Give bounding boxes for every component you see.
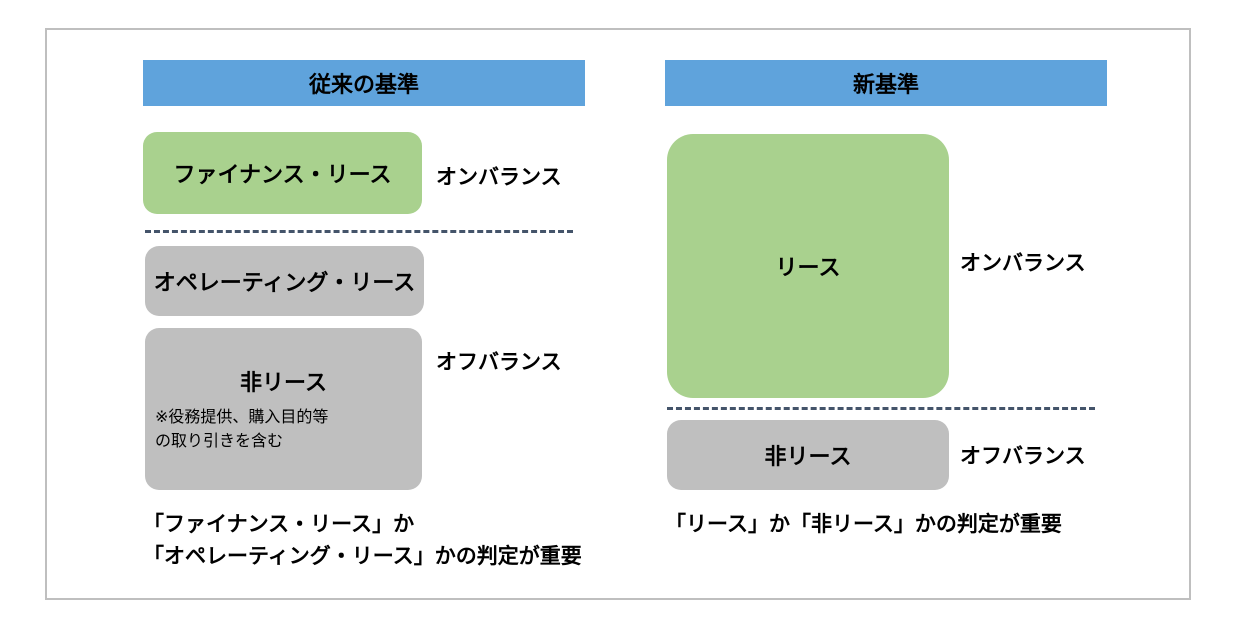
- non-lease-note: ※役務提供、購入目的等 の取り引きを含む: [155, 407, 329, 450]
- left-header-label: 従来の基準: [308, 73, 419, 98]
- right-divider: [667, 407, 1095, 410]
- left-divider: [145, 230, 573, 233]
- finance-lease-label: ファイナンス・リース: [173, 163, 392, 188]
- right-non-lease-box: 非リース: [667, 420, 949, 490]
- operating-lease-label: オペレーティング・リース: [153, 271, 416, 296]
- left-header: 従来の基準: [143, 60, 585, 106]
- finance-lease-box: ファイナンス・リース: [143, 132, 422, 214]
- operating-lease-box: オペレーティング・リース: [145, 246, 424, 316]
- left-footer-line2: 「オペレーティング・リース」かの判定が重要: [143, 544, 582, 568]
- left-non-lease-label: 非リース: [240, 371, 327, 396]
- left-on-balance-label: オンバランス: [436, 165, 562, 189]
- right-off-balance-label: オフバランス: [960, 444, 1086, 468]
- left-off-balance-label: オフバランス: [436, 350, 562, 374]
- left-non-lease-box: 非リース ※役務提供、購入目的等 の取り引きを含む: [145, 328, 422, 490]
- right-header: 新基準: [665, 60, 1107, 106]
- right-footer: 「リース」か「非リース」かの判定が重要: [665, 512, 1062, 536]
- right-on-balance-label: オンバランス: [960, 251, 1086, 275]
- diagram-frame: [45, 28, 1191, 600]
- left-footer-line1: 「ファイナンス・リース」か: [143, 512, 415, 536]
- left-footer: 「ファイナンス・リース」か 「オペレーティング・リース」かの判定が重要: [143, 508, 582, 572]
- right-non-lease-label: 非リース: [764, 445, 852, 470]
- right-header-label: 新基準: [852, 73, 919, 98]
- lease-label: リース: [775, 256, 841, 281]
- lease-box: リース: [667, 134, 949, 398]
